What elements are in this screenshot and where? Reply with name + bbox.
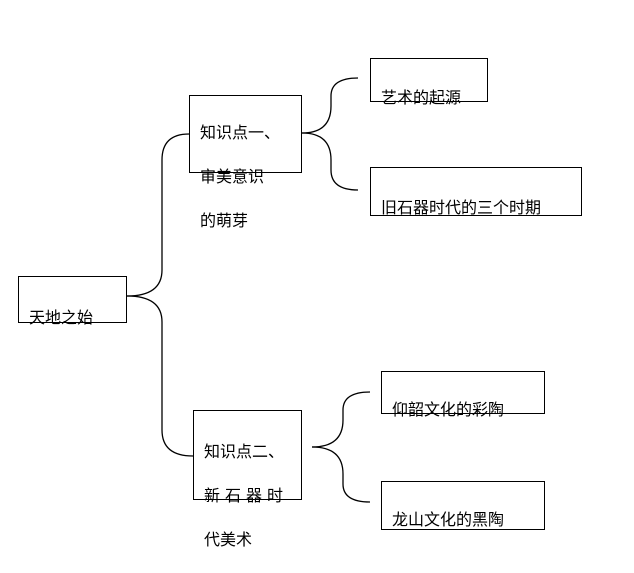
root-connector-lower (126, 295, 194, 457)
leaf-node: 艺术的起源 (370, 58, 488, 107)
point1-connector-lower (301, 132, 359, 191)
root-label: 天地之始 (29, 308, 94, 327)
point1-line-3: 的萌芽 (200, 211, 249, 230)
point1-connector-upper (301, 77, 359, 134)
point2-connector-lower (311, 446, 371, 503)
point2-line-1: 知识点二、 (204, 442, 285, 461)
root-connector (126, 133, 190, 297)
leaf-label: 仰韶文化的彩陶 (392, 400, 505, 419)
leaf-node: 龙山文化的黑陶 (381, 481, 545, 530)
point1-node: 知识点一、 审美意识 的萌芽 (189, 95, 302, 230)
leaf-node: 旧石器时代的三个时期 (370, 167, 582, 217)
point2-line-3: 代美术 (204, 530, 253, 549)
point1-line-2: 审美意识 (200, 167, 265, 186)
leaf-label: 龙山文化的黑陶 (392, 510, 505, 529)
leaf-node: 仰韶文化的彩陶 (381, 371, 545, 419)
point2-node: 知识点二、 新石器时 代美术 (193, 410, 302, 549)
leaf-label: 旧石器时代的三个时期 (381, 198, 542, 217)
point1-line-1: 知识点一、 (200, 123, 281, 142)
leaf-label: 艺术的起源 (381, 88, 462, 107)
root-node: 天地之始 (18, 276, 127, 327)
point2-line-2: 新石器时 (204, 486, 289, 505)
point2-connector-upper (311, 391, 371, 448)
